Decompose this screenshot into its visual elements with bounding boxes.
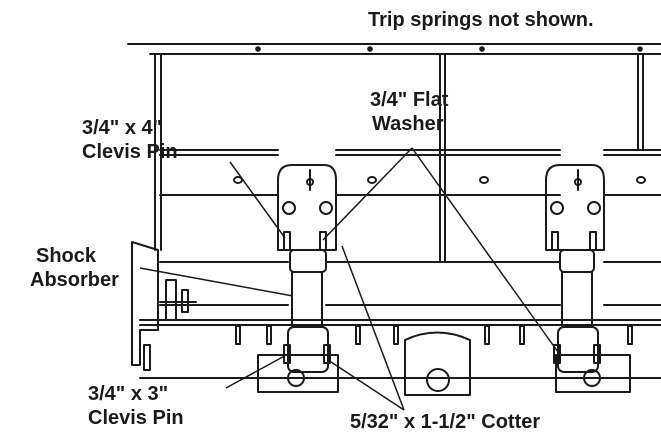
top-rail [127,43,661,55]
label-cotter: 5/32" x 1-1/2" Cotter [350,411,541,433]
upper-slots [233,176,646,184]
label-clevis-pin-3in-line1: 3/4" x 3" [88,383,169,405]
leader-lines [139,147,559,411]
lower-slots [235,325,633,345]
label-flat-washer-line1: 3/4" Flat [370,89,449,111]
frame-body [139,53,661,326]
leader-cotter-lower [327,359,405,411]
right-shock-assembly [545,164,631,393]
leader-shock-absorber [139,267,294,297]
label-clevis-pin-3in-line2: Clevis Pin [88,407,184,429]
center-lug [404,331,471,396]
note-text: Trip springs not shown. [368,9,594,31]
left-bracket [131,241,661,379]
label-clevis-pin-4in-line2: Clevis Pin [82,141,178,163]
leader-washer-right [411,147,559,353]
leader-washer-left [322,147,413,241]
label-shock-absorber-line1: Shock [36,245,97,267]
leader-clevis-pin-3 [225,352,291,389]
left-support [154,53,162,251]
label-shock-absorber-line2: Absorber [30,269,119,291]
left-shock-assembly [257,164,339,393]
label-flat-washer-line2: Washer [372,113,444,135]
leader-cotter-upper [341,245,405,411]
label-clevis-pin-4in-line1: 3/4" x 4" [82,117,163,139]
leader-clevis-pin-4 [229,161,286,239]
